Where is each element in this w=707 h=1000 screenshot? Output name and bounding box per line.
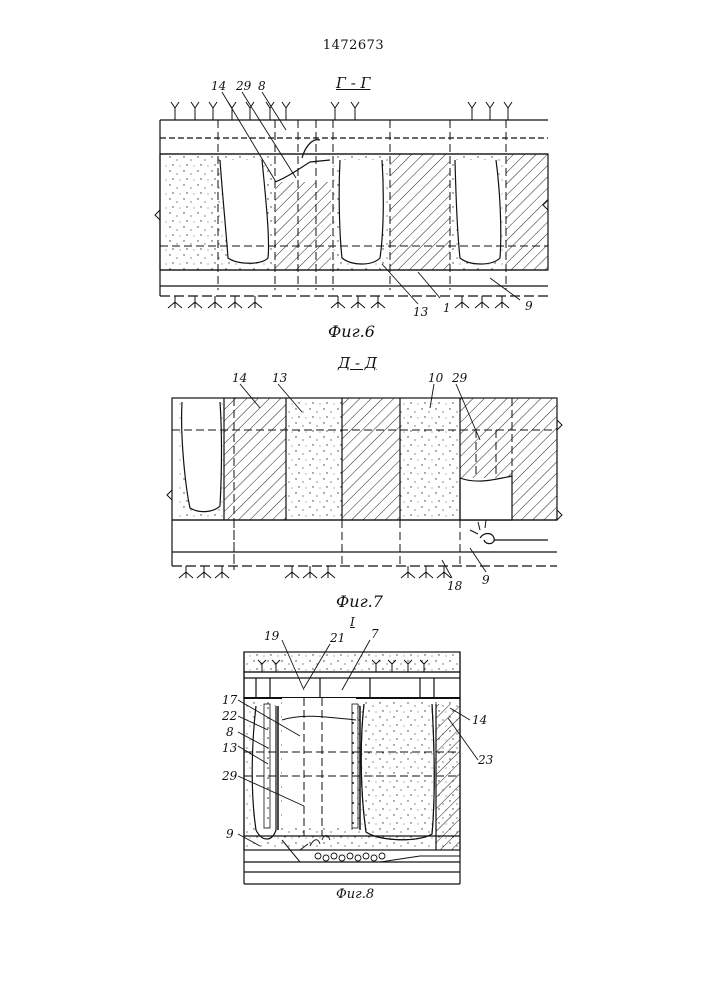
fig6-label-13: 13 — [413, 306, 428, 318]
fig8-label-17: 17 — [222, 694, 237, 706]
fig7-label-18: 18 — [447, 580, 462, 592]
fig7-label-10: 10 — [428, 372, 443, 384]
fig8-label-9: 9 — [226, 828, 234, 840]
fig8-label-13: 13 — [222, 742, 237, 754]
fig6-section-label: Г - Г — [336, 76, 370, 91]
fig7-label-13: 13 — [272, 372, 287, 384]
fig7-caption: Фиг.7 — [336, 594, 383, 610]
fig8-label-29: 29 — [222, 770, 237, 782]
ground-marks-bottom — [168, 296, 509, 308]
fig8-label-7: 7 — [371, 628, 379, 640]
figure-7 — [167, 384, 562, 578]
fig8-label-19: 19 — [264, 630, 279, 642]
fig7-label-9: 9 — [482, 574, 490, 586]
fig8-caption: Фиг.8 — [336, 888, 374, 901]
fig8-label-14: 14 — [472, 714, 487, 726]
fig6-label-29: 29 — [236, 80, 251, 92]
fig8-label-23: 23 — [478, 754, 493, 766]
fig8-label-21: 21 — [330, 632, 345, 644]
fig6-caption: Фиг.6 — [328, 324, 375, 340]
fig6-label-8: 8 — [258, 80, 266, 92]
fig7-section-label: Д - Д — [338, 356, 377, 371]
surface-vegetation-marks — [171, 102, 512, 120]
fig8-label-22: 22 — [222, 710, 237, 722]
figure-6 — [155, 92, 548, 308]
fig6-label-1: 1 — [443, 302, 451, 314]
fig6-label-9: 9 — [525, 300, 533, 312]
fig8-label-8: 8 — [226, 726, 234, 738]
patent-number: 1472673 — [0, 38, 707, 53]
fig6-label-14: 14 — [211, 80, 226, 92]
fig7-label-14: 14 — [232, 372, 247, 384]
fig8-section-label: I — [350, 616, 355, 628]
fig7-label-29: 29 — [452, 372, 467, 384]
figure-8 — [238, 640, 478, 884]
